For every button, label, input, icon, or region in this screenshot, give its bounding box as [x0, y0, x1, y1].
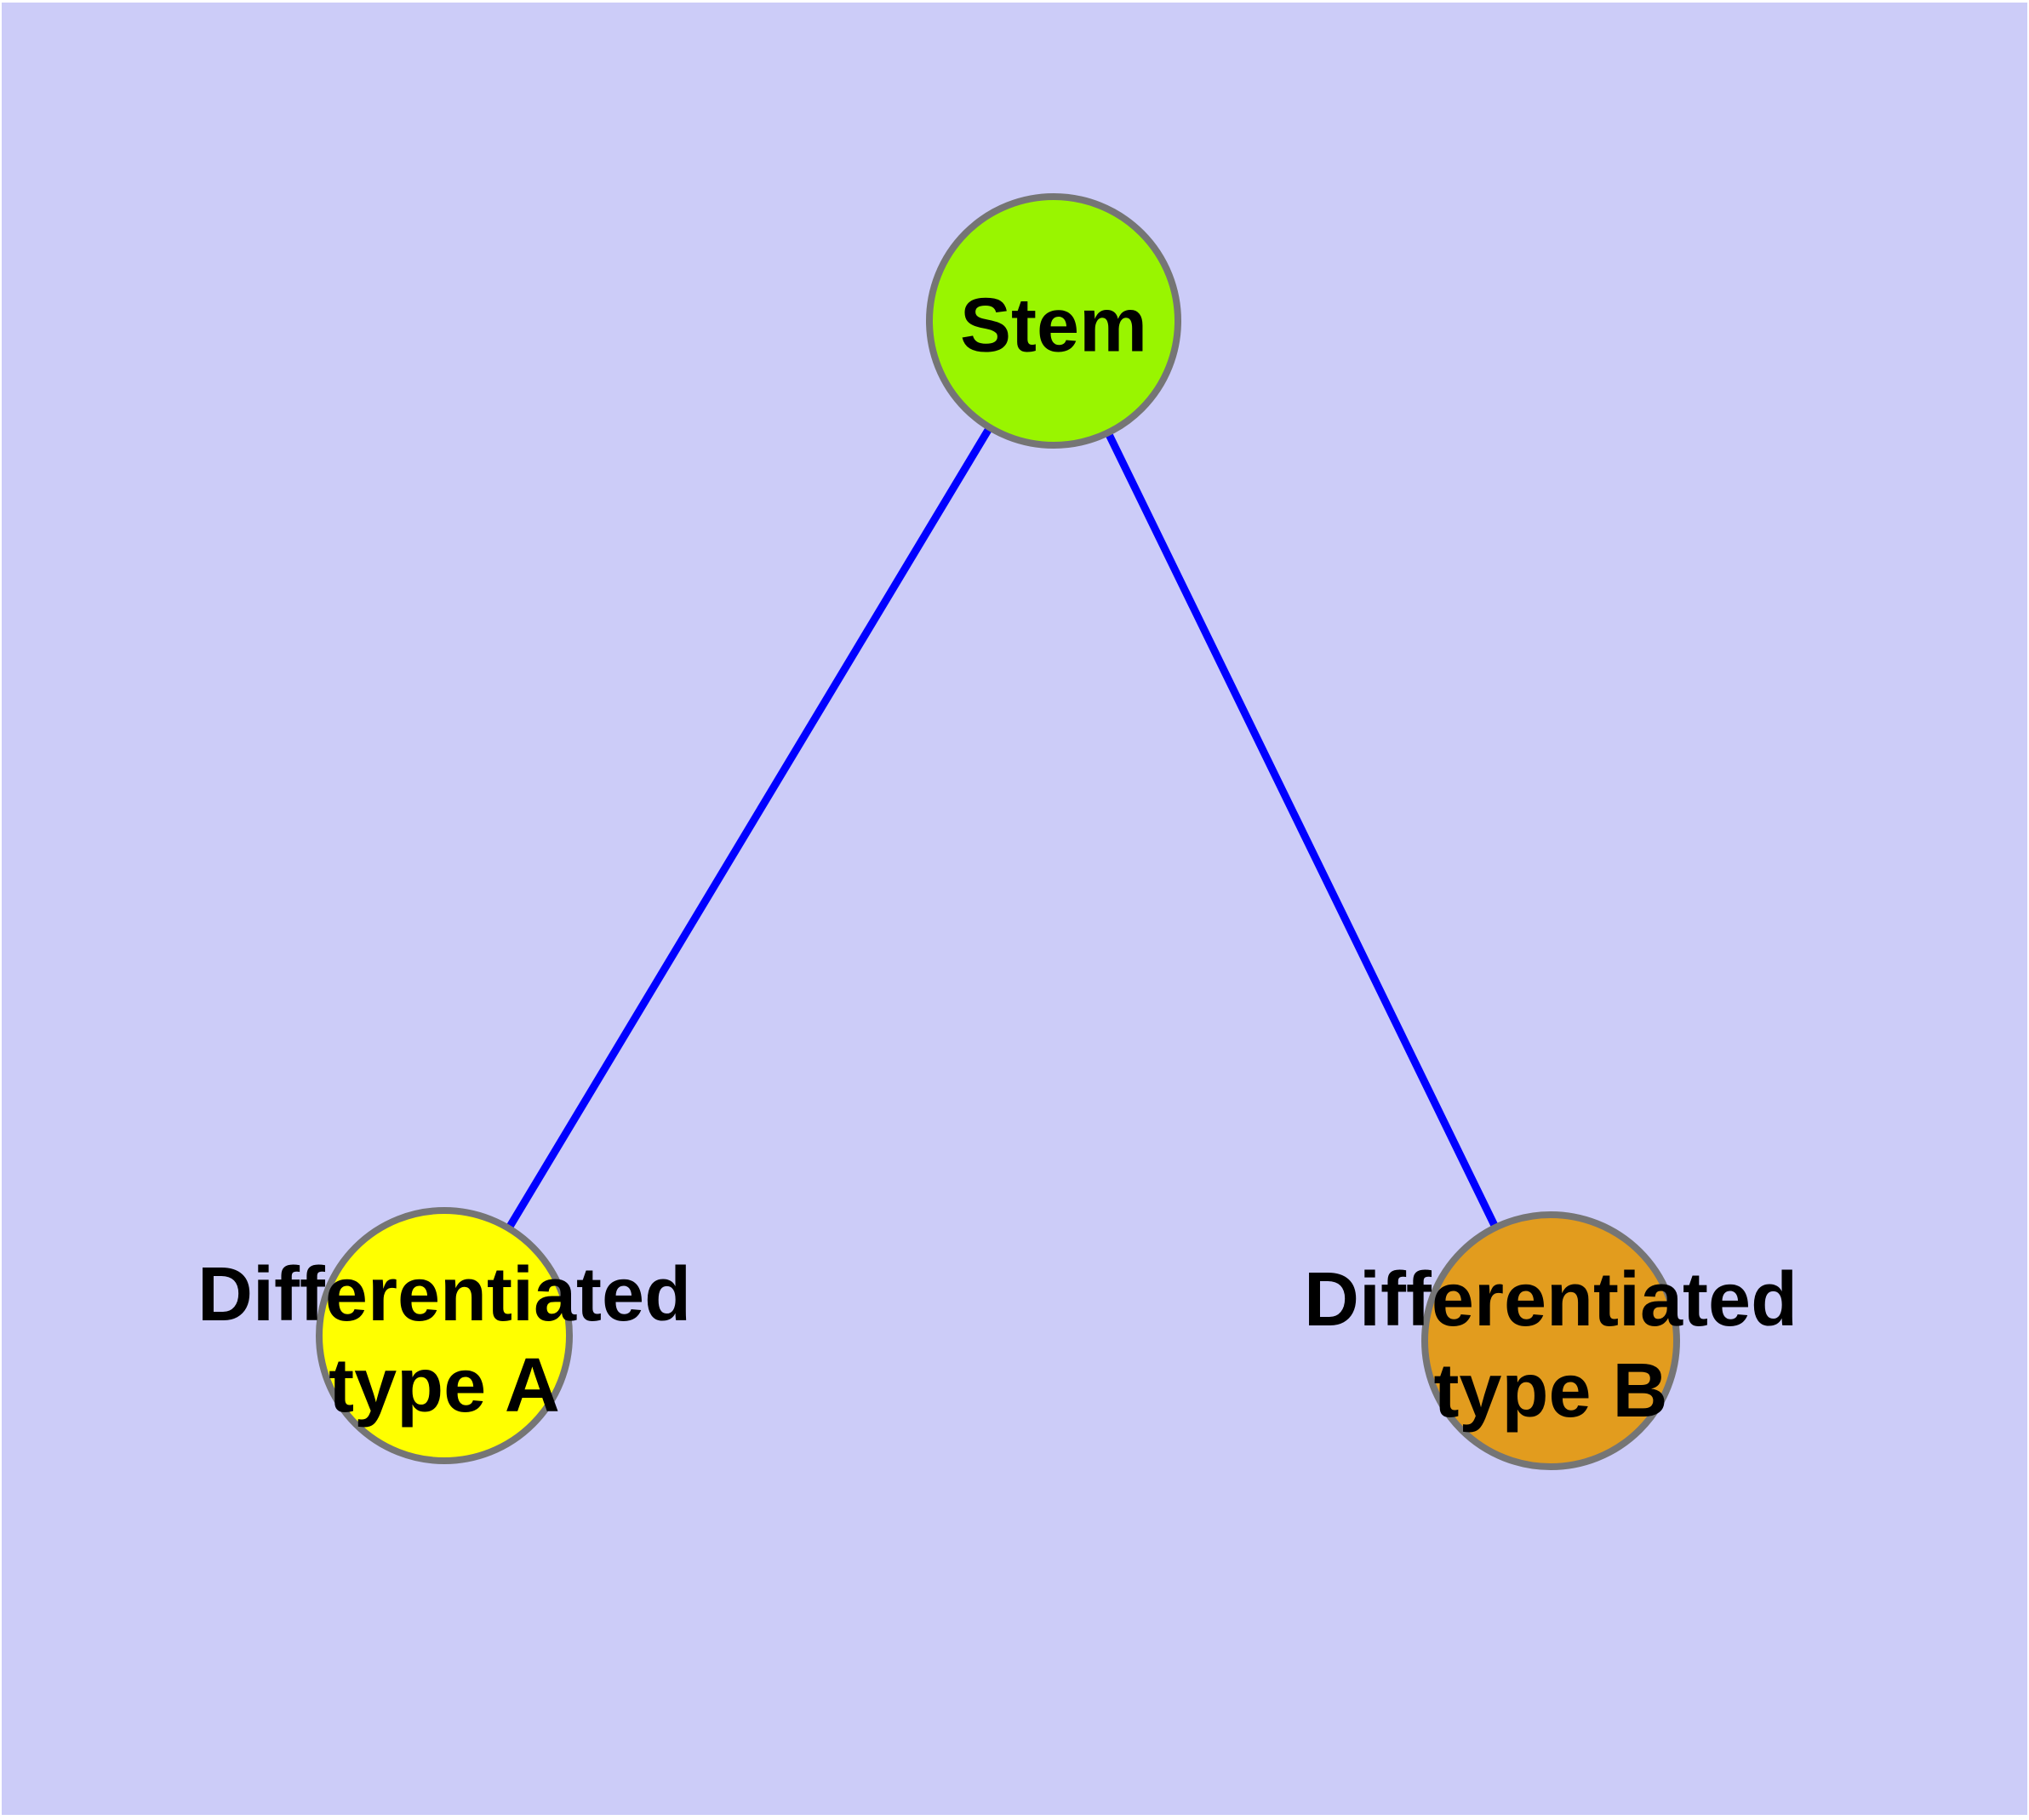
graph-svg — [316, 193, 1680, 1470]
node-stem-circle — [926, 193, 1181, 449]
edges-layer — [441, 318, 1555, 1342]
edge-stem-diff-b — [1049, 319, 1555, 1342]
node-diff-a-circle — [316, 1207, 573, 1464]
edge-stem-diff-a — [441, 318, 1057, 1338]
nodes-layer — [316, 193, 1680, 1470]
node-diff-b-circle — [1421, 1211, 1680, 1470]
